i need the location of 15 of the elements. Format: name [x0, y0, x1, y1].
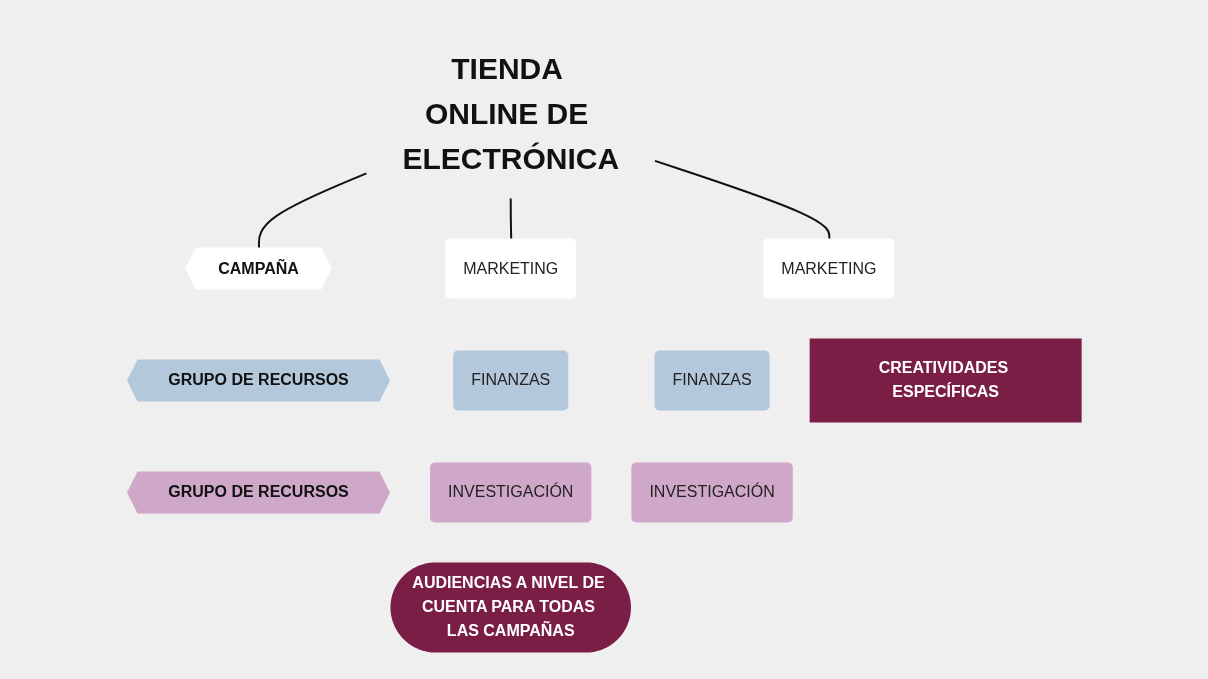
node-box: FINANZAS: [654, 350, 770, 410]
node-box: INVESTIGACIÓN: [429, 462, 592, 522]
node-box: GRUPO DE RECURSOS: [126, 471, 390, 513]
node-box: INVESTIGACIÓN: [631, 462, 793, 522]
node-box: AUDIENCIAS A NIVEL DE CUENTA PARA TODAS LAS CAMPAÑAS: [390, 562, 631, 652]
node-box: MARKETING: [444, 238, 576, 298]
connector: [257, 171, 368, 249]
connector: [653, 159, 831, 240]
node-box: FINANZAS: [452, 350, 568, 410]
node-text: TIENDA ONLINE DE ELECTRÓNICA: [402, 51, 619, 174]
node-box: CAMPAÑA: [184, 247, 332, 289]
node-box: CREATIVIDADES ESPECÍFICAS: [809, 338, 1082, 422]
node-box: GRUPO DE RECURSOS: [126, 359, 390, 401]
connector: [509, 197, 512, 240]
node-box: MARKETING: [762, 238, 895, 298]
